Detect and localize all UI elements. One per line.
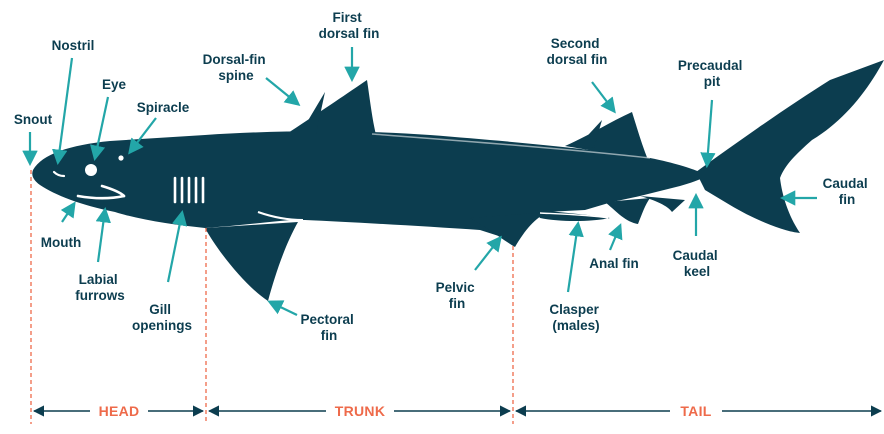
mouth-label: Mouth [41, 235, 81, 250]
labial-furrows-label: Labial furrows [75, 272, 125, 303]
anal-fin-label: Anal fin [589, 256, 639, 271]
anal-fin-shape [605, 198, 650, 224]
spiracle-dot [118, 155, 123, 160]
nostril-label: Nostril [52, 38, 95, 53]
anal-fin-pointer [610, 226, 620, 250]
dorsal-fin-spine-pointer [266, 78, 298, 104]
pectoral-fin-shape [205, 222, 298, 301]
mouth-pointer [62, 204, 74, 222]
precaudal-pit-label: Precaudal pit [678, 58, 746, 89]
first-dorsal-fin-label: First dorsal fin [319, 10, 380, 41]
clasper-pointer [568, 224, 578, 292]
clasper-shape [535, 210, 610, 221]
shark-silhouette [32, 60, 884, 301]
first-dorsal-fin-shape [285, 80, 376, 135]
eye-label: Eye [102, 77, 127, 92]
second-dorsal-fin-pointer [592, 82, 614, 111]
clasper-label: Clasper (males) [549, 302, 602, 333]
pectoral-fin-pointer [270, 302, 297, 315]
pelvic-fin-label: Pelvic fin [436, 280, 479, 311]
nostril-pointer [58, 58, 72, 162]
pelvic-fin-pointer [475, 238, 500, 270]
gill-openings-label: Gill openings [132, 302, 192, 333]
caudal-keel-label: Caudal keel [673, 248, 722, 279]
snout-label: Snout [14, 112, 53, 127]
caudal-fin-label: Caudal fin [823, 176, 872, 207]
second-dorsal-fin-label: Second dorsal fin [547, 36, 608, 67]
spiracle-label: Spiracle [137, 100, 190, 115]
eye-dot [85, 164, 97, 176]
trunk-section-label: TRUNK [335, 403, 386, 419]
head-section-label: HEAD [99, 403, 140, 419]
labial-furrows-pointer [98, 210, 105, 262]
dorsal-fin-spine-label: Dorsal-fin spine [203, 52, 270, 83]
precaudal-pit-pointer [707, 100, 712, 165]
caudal-fin-shape [696, 60, 884, 233]
tail-section-label: TAIL [680, 403, 711, 419]
pectoral-fin-label: Pectoral fin [300, 312, 357, 343]
